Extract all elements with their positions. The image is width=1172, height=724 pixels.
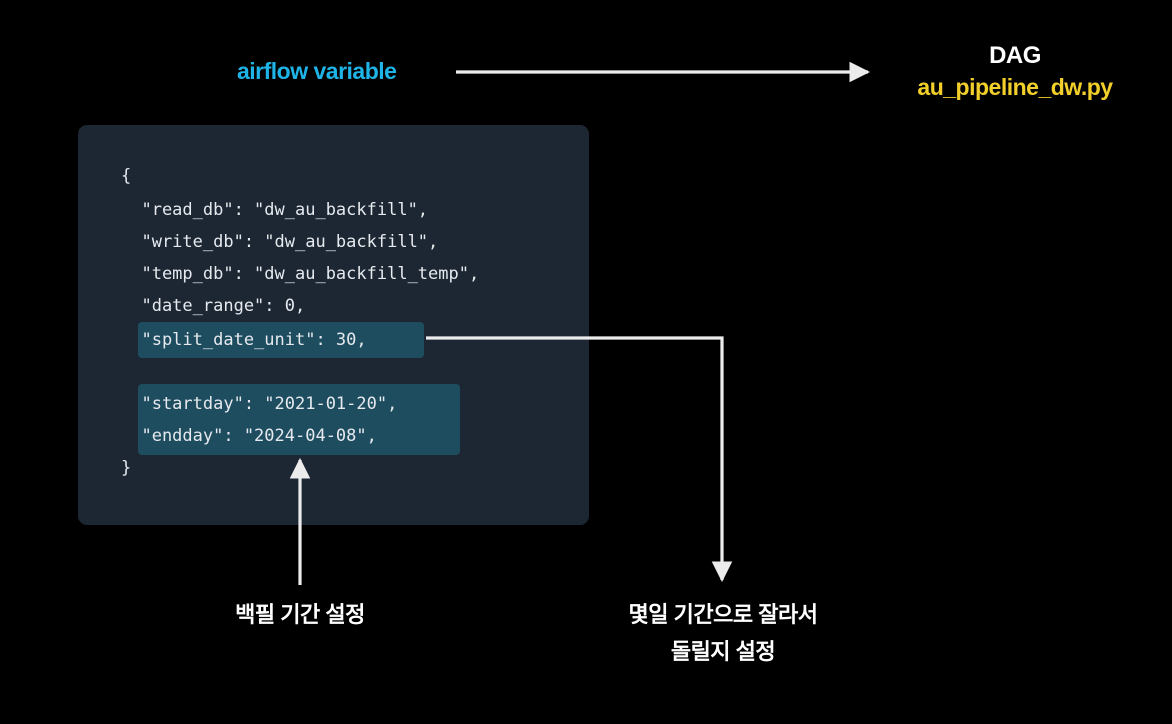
code-line-write-db: "write_db": "dw_au_backfill", xyxy=(121,232,439,252)
code-line-startday: "startday": "2021-01-20", xyxy=(121,394,398,414)
airflow-variable-label: airflow variable xyxy=(237,58,397,84)
dag-target: DAG au_pipeline_dw.py xyxy=(880,40,1150,102)
date-range-highlight xyxy=(138,384,460,455)
code-line-close-brace: } xyxy=(121,458,132,478)
backfill-period-caption: 백필 기간 설정 xyxy=(235,602,365,627)
dag-title: DAG xyxy=(989,42,1041,69)
code-line-split-date-unit: "split_date_unit": 30, xyxy=(121,330,367,350)
dag-file-name: au_pipeline_dw.py xyxy=(917,74,1113,100)
split-caption: 몇일 기간으로 잘라서 돌릴지 설정 xyxy=(583,596,863,670)
code-line-date-range: "date_range": 0, xyxy=(121,296,306,316)
split-unit-arrow xyxy=(426,336,733,583)
code-line-endday: "endday": "2024-04-08", xyxy=(121,426,377,446)
split-caption-line1: 몇일 기간으로 잘라서 xyxy=(628,602,818,627)
split-caption-line2: 돌릴지 설정 xyxy=(670,639,776,664)
split-date-unit-highlight xyxy=(138,322,424,358)
code-line-temp-db: "temp_db": "dw_au_backfill_temp", xyxy=(121,264,480,284)
code-line-open-brace: { xyxy=(121,166,132,186)
code-line-read-db: "read_db": "dw_au_backfill", xyxy=(121,200,429,220)
